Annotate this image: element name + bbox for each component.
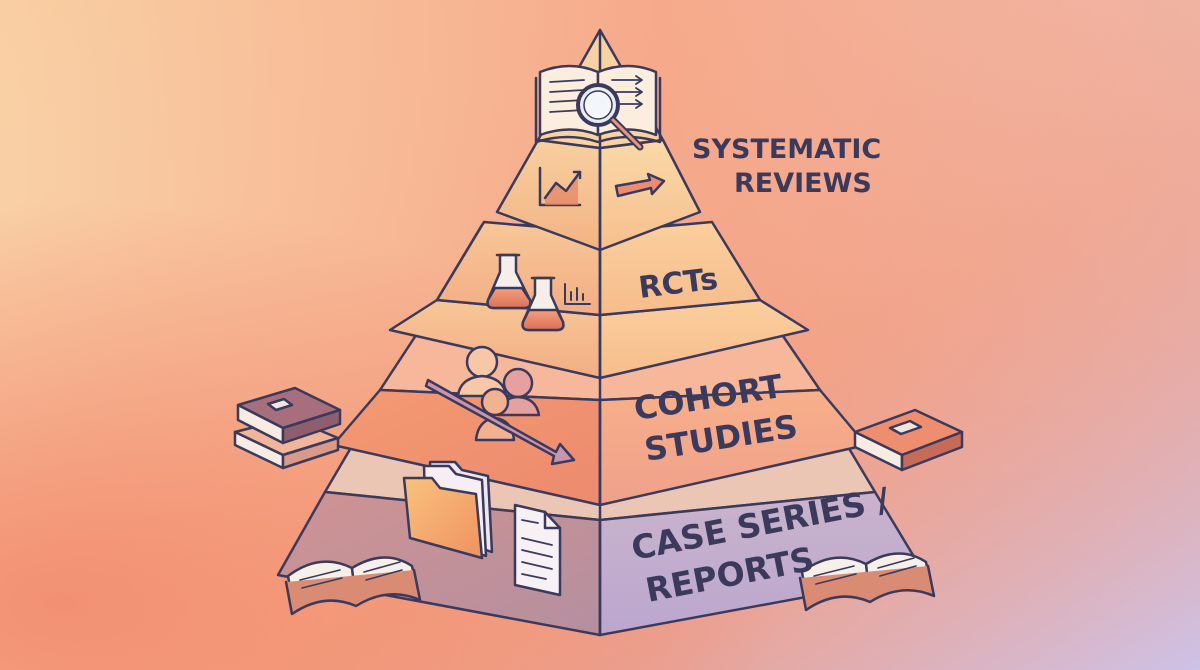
- label-systematic-reviews: SYSTEMATIC REVIEWS: [692, 134, 881, 199]
- document-icon: [513, 503, 562, 597]
- open-book-magnifier-icon: [534, 64, 662, 151]
- label-systematic-line2: REVIEWS: [734, 168, 872, 199]
- people-group-icon: [456, 345, 541, 442]
- open-book-icon: [284, 556, 422, 616]
- closed-books-stack-icon: [233, 386, 342, 470]
- flask-icon: [486, 253, 532, 310]
- bar-chart-icon: [564, 283, 591, 305]
- closed-book-icon: [853, 408, 964, 472]
- arrow-right-icon: [614, 172, 666, 198]
- line-chart-icon: [538, 166, 582, 207]
- folder-stack-icon: [402, 460, 494, 560]
- open-book-icon: [798, 552, 936, 612]
- label-systematic-line1: SYSTEMATIC: [692, 134, 881, 165]
- arrow-right-icon: [424, 378, 576, 466]
- flask-icon: [521, 276, 565, 332]
